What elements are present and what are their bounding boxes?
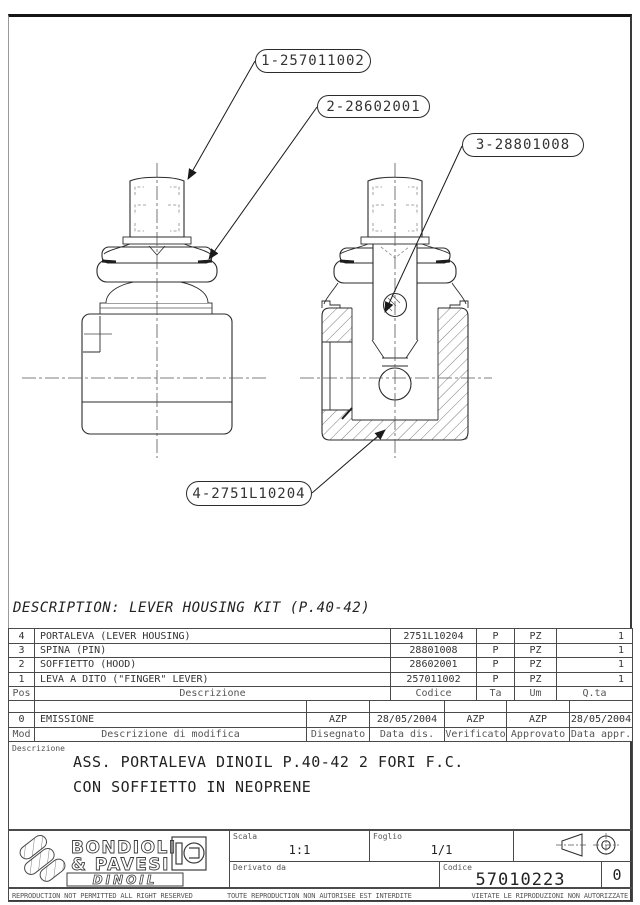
leader-lines — [187, 60, 463, 494]
callout-2: 2-28602001 — [317, 95, 430, 118]
brand-line-1: BONDIOLI — [71, 838, 177, 858]
sheet-value: 1/1 — [430, 843, 453, 857]
revision-header-disegnato: Disegnato — [306, 726, 369, 741]
parts-cell-pos: 3 — [9, 643, 34, 657]
parts-header-pos: Pos — [9, 685, 34, 700]
revision-cell-empty — [569, 701, 632, 712]
parts-cell-code: 28602001 — [390, 657, 476, 672]
description-title: DESCRIPTION: LEVER HOUSING KIT (P.40-42) — [13, 600, 371, 616]
revision-cell-data-appr: 28/05/2004 — [569, 712, 632, 727]
callout-1-label: 1-257011002 — [261, 53, 365, 69]
parts-cell-ta: P — [476, 643, 514, 658]
revision-cell-empty — [9, 701, 34, 712]
revision-cell-desc: EMISSIONE — [34, 712, 306, 727]
revision-cell-empty — [306, 701, 369, 712]
parts-cell-qta: 1 — [556, 643, 632, 658]
revision-header-verificato: Verificato — [444, 726, 506, 741]
parts-cell-desc: SPINA (PIN) — [34, 643, 390, 658]
scale-label: Scala — [233, 832, 258, 841]
parts-cell-pos: 4 — [18, 630, 25, 642]
revision-cell-data-dis: 28/05/2004 — [369, 712, 444, 727]
revision-cell-approvato: AZP — [506, 712, 569, 727]
revision-header-data-dis: Data dis. — [369, 726, 444, 741]
sheet-label: Foglio — [373, 832, 402, 841]
derived-from-cell: Derivato da — [229, 861, 439, 887]
parts-table: 4 PORTALEVA (LEVER HOUSING) 2751L10204 P… — [8, 628, 633, 701]
revision-cell-disegnato: AZP — [306, 712, 369, 727]
parts-cell-um: PZ — [514, 629, 556, 644]
callout-3: 3-28801008 — [462, 133, 584, 157]
footer-strip: REPRODUCTION NOT PERMITTED ALL RIGHT RES… — [8, 888, 633, 902]
bp-mark-icon — [171, 836, 207, 871]
code-value: 57010223 — [475, 870, 566, 890]
parts-cell-um: PZ — [514, 643, 556, 658]
sheet-cell: Foglio 1/1 — [369, 831, 513, 861]
parts-cell-code: 2751L10204 — [390, 629, 476, 644]
parts-cell-ta: P — [476, 657, 514, 672]
description-line-1: ASS. PORTALEVA DINOIL P.40-42 2 FORI F.C… — [73, 753, 464, 771]
revision-header-data-appr: Data appr. — [569, 726, 632, 741]
parts-cell-qta: 1 — [556, 671, 632, 686]
parts-cell-qta: 1 — [556, 657, 632, 672]
parts-cell-desc: SOFFIETTO (HOOD) — [34, 657, 390, 672]
revision-header-approvato: Approvato — [506, 726, 569, 741]
revision-cell-mod: 0 — [9, 712, 34, 727]
footer-notice-it: VIETATE LE RIPRODUZIONI NON AUTORIZZATE — [471, 892, 628, 900]
description-line-2: CON SOFFIETTO IN NEOPRENE — [73, 778, 312, 796]
revision-header-desc: Descrizione di modifica — [34, 726, 306, 741]
parts-cell-code: 257011002 — [390, 671, 476, 686]
brand-line-2: & PAVESI — [71, 855, 170, 875]
callout-2-label: 2-28602001 — [326, 98, 421, 115]
parts-header-desc: Descrizione — [34, 685, 390, 700]
parts-header-qta: Q.ta — [556, 685, 632, 700]
parts-header-ta: Ta — [476, 685, 514, 700]
callout-3-label: 3-28801008 — [475, 137, 571, 153]
parts-cell-pos: 2 — [9, 657, 34, 671]
parts-cell-um: PZ — [514, 671, 556, 686]
code-label: Codice — [443, 863, 472, 872]
parts-header-um: Um — [514, 685, 556, 700]
parts-cell-pos: 1 — [9, 671, 34, 686]
footer-notice-fr: TOUTE REPRODUCTION NON AUTORISEE EST INT… — [227, 892, 412, 900]
scale-cell: Scala 1:1 — [229, 831, 369, 861]
revision-table: 0 EMISSIONE AZP 28/05/2004 AZP AZP 28/05… — [8, 700, 633, 742]
scale-value: 1:1 — [288, 843, 311, 857]
description-block: Descrizione ASS. PORTALEVA DINOIL P.40-4… — [8, 741, 633, 830]
revision-cell-verificato: AZP — [444, 712, 506, 727]
callout-4: 4-2751L10204 — [186, 481, 312, 506]
bondioli-pavesi-logo-icon: BONDIOLI & PAVESI DINOIL — [19, 834, 207, 887]
title-block: BONDIOLI & PAVESI DINOIL Scala 1:1 Fogli… — [8, 830, 633, 890]
company-logo: BONDIOLI & PAVESI DINOIL — [9, 831, 229, 887]
projection-cell — [513, 831, 632, 861]
parts-cell-um: PZ — [514, 657, 556, 672]
revision-header-mod: Mod — [9, 726, 34, 742]
parts-header-code: Codice — [390, 685, 476, 700]
parts-cell-desc: PORTALEVA (LEVER HOUSING) — [34, 629, 390, 644]
parts-cell-desc: LEVA A DITO ("FINGER" LEVER) — [34, 671, 390, 686]
callout-4-label: 4-2751L10204 — [192, 485, 306, 502]
footer-notice-en: REPRODUCTION NOT PERMITTED ALL RIGHT RES… — [12, 892, 193, 900]
description-block-label: Descrizione — [12, 744, 65, 753]
code-cell: Codice 57010223 — [439, 861, 601, 890]
revision-cell-empty — [444, 701, 506, 712]
technical-drawing — [22, 60, 492, 494]
derived-from-label: Derivato da — [233, 863, 286, 872]
center-lines — [22, 163, 492, 458]
first-angle-projection-icon — [556, 833, 619, 857]
revision-cell-empty — [506, 701, 569, 712]
parts-cell-qta: 1 — [556, 629, 632, 644]
callout-1: 1-257011002 — [255, 49, 371, 73]
revision-cell-empty — [34, 701, 306, 712]
parts-cell-ta: P — [476, 629, 514, 644]
brand-name: DINOIL — [93, 873, 158, 887]
parts-cell-ta: P — [476, 671, 514, 686]
revision-cell-empty — [369, 701, 444, 712]
revision-cell: 0 — [601, 861, 632, 887]
parts-cell-code: 28801008 — [390, 643, 476, 658]
